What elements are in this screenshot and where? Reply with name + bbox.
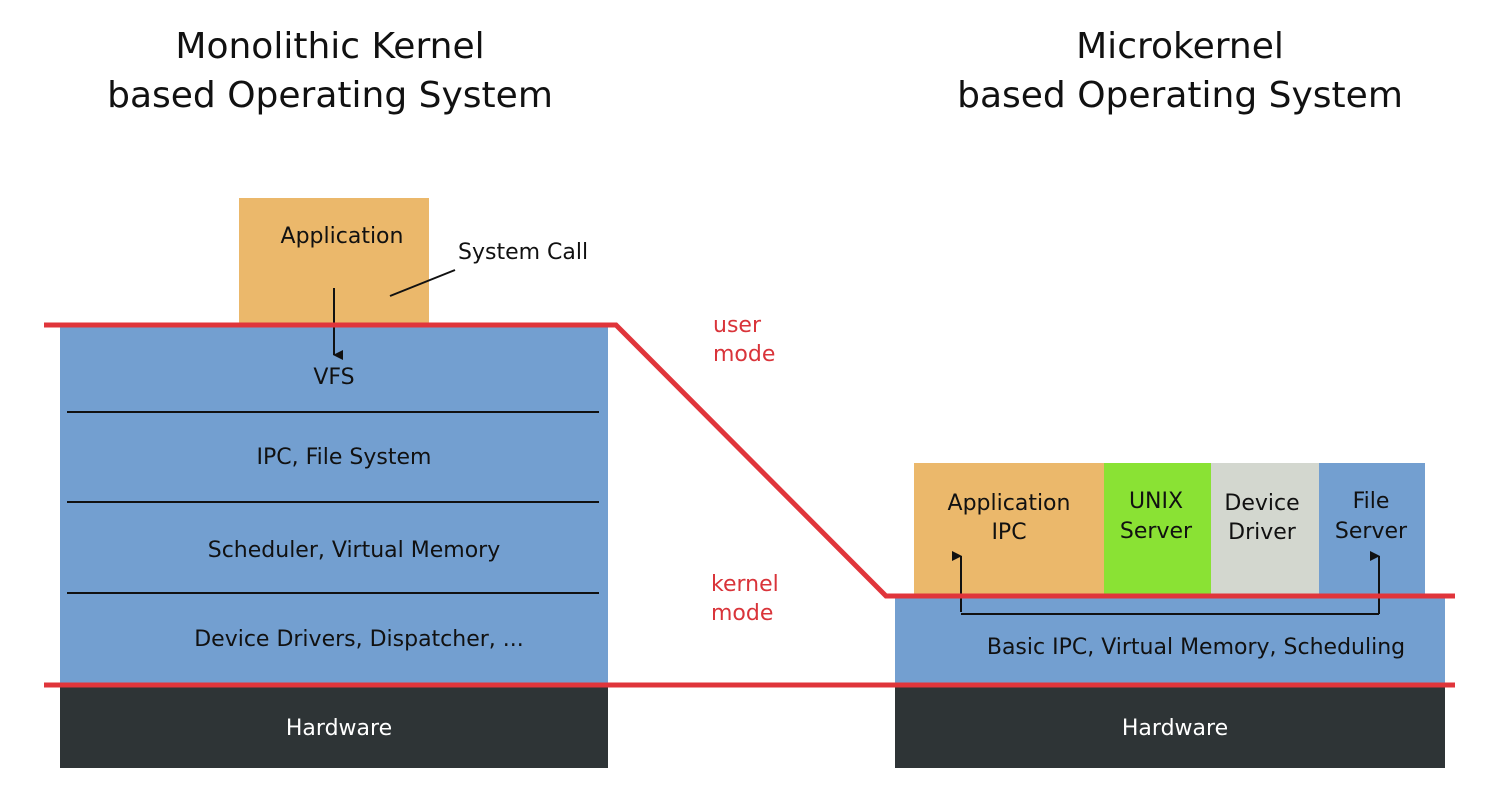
server-file-line1: File	[1353, 489, 1390, 514]
server-device-driver-line1: Device	[1224, 491, 1299, 516]
server-unix-line1: UNIX	[1129, 489, 1183, 514]
server-file	[1319, 463, 1425, 598]
server-device-driver-line2: Driver	[1228, 520, 1297, 545]
layer-ipc-file-system: IPC, File System	[257, 445, 432, 470]
server-unix	[1104, 463, 1211, 598]
monolithic-kernel-block	[60, 326, 608, 684]
microkernel-hardware-block	[895, 686, 1445, 768]
monolithic-application-label: Application	[281, 224, 404, 249]
server-unix-line2: Server	[1120, 519, 1193, 544]
layer-scheduler-virtual-memory: Scheduler, Virtual Memory	[208, 538, 500, 563]
user-mode-label-line1: user	[713, 313, 762, 338]
user-mode-label-line2: mode	[713, 342, 775, 367]
microkernel-title-line1: Microkernel	[1076, 26, 1284, 67]
layer-vfs: VFS	[313, 365, 354, 390]
user-kernel-boundary-line	[44, 322, 1455, 599]
system-call-label: System Call	[458, 240, 588, 265]
microkernel-title-line2: based Operating System	[957, 75, 1403, 116]
monolithic-title-line1: Monolithic Kernel	[175, 26, 484, 67]
server-application-ipc-line1: Application	[948, 491, 1071, 516]
layer-device-drivers: Device Drivers, Dispatcher, ...	[194, 627, 524, 652]
kernel-mode-label-line2: mode	[711, 601, 773, 626]
monolithic-hardware-label: Hardware	[286, 716, 392, 741]
system-call-pointer-line	[389, 269, 456, 297]
server-device-driver	[1211, 463, 1319, 598]
kernel-mode-label-line1: kernel	[711, 572, 779, 597]
server-application-ipc-line2: IPC	[991, 520, 1026, 545]
microkernel-label: Basic IPC, Virtual Memory, Scheduling	[987, 635, 1405, 660]
microkernel-hardware-label: Hardware	[1122, 716, 1228, 741]
monolithic-hardware-block	[60, 686, 608, 768]
server-file-line2: Server	[1335, 519, 1408, 544]
microkernel-block	[895, 598, 1445, 684]
monolithic-title-line2: based Operating System	[107, 75, 553, 116]
server-application-ipc	[914, 463, 1104, 598]
